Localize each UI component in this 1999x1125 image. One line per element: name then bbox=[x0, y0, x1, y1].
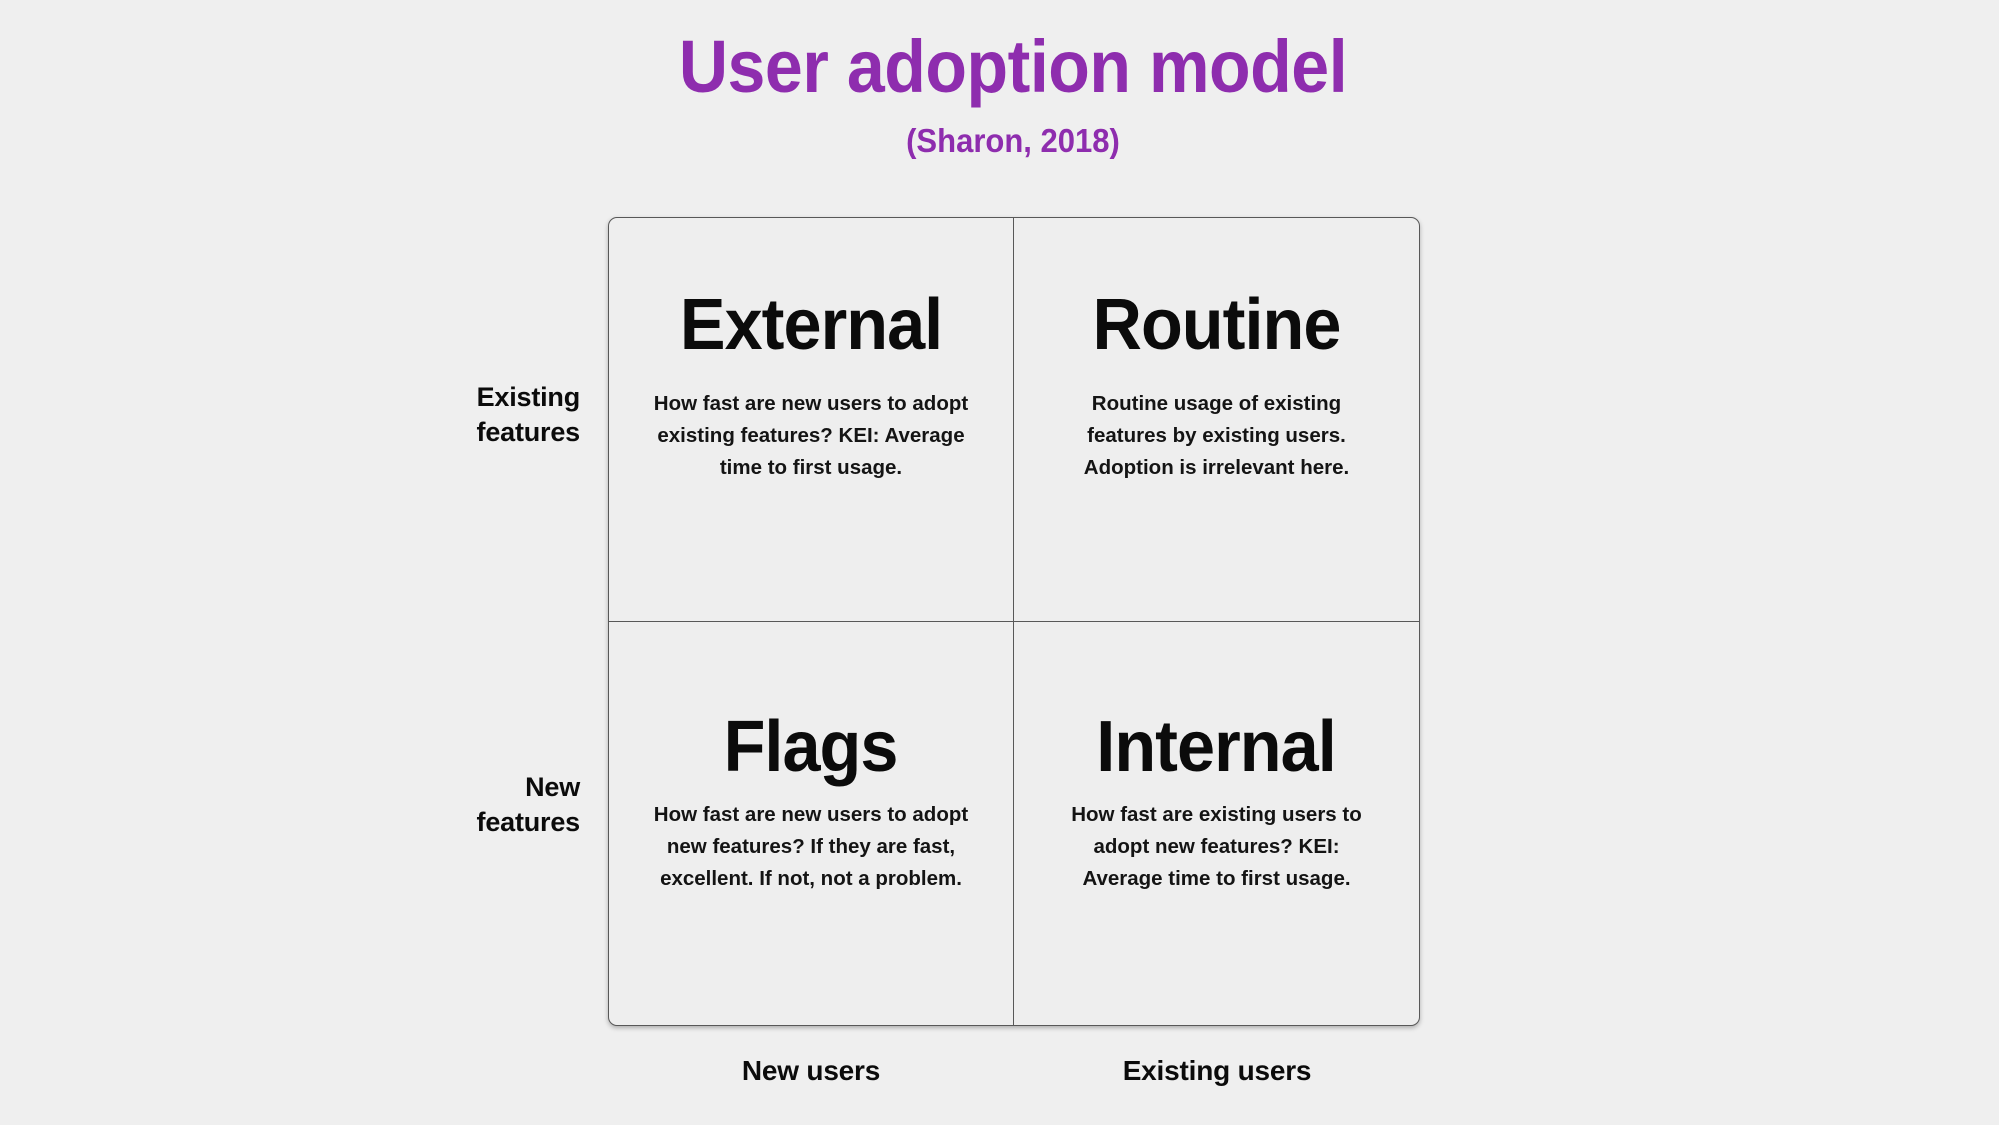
cell-body: How fast are existing users to adopt new… bbox=[1071, 803, 1362, 891]
page-subtitle: (Sharon, 2018) bbox=[906, 122, 1120, 159]
column-label-existing-users: Existing users bbox=[1122, 1055, 1312, 1086]
matrix-cell-routine[interactable]: Routine Routine usage of existing featur… bbox=[1014, 218, 1419, 622]
row-label-line-2: features bbox=[476, 807, 581, 837]
row-label-line-2: features bbox=[476, 417, 581, 447]
cell-body: How fast are new users to adopt existing… bbox=[653, 391, 969, 479]
row-label-line-1: Existing bbox=[476, 382, 581, 412]
cell-heading: External bbox=[679, 285, 943, 365]
row-label-new-features: New features bbox=[370, 770, 581, 840]
column-label-new-users: New users bbox=[741, 1055, 881, 1086]
cell-body: How fast are new users to adopt new feat… bbox=[653, 803, 969, 891]
row-label-existing-features: Existing features bbox=[370, 380, 581, 450]
matrix-cell-flags[interactable]: Flags How fast are new users to adopt ne… bbox=[609, 621, 1014, 1025]
row-label-line-1: New bbox=[525, 772, 580, 802]
cell-heading: Flags bbox=[724, 706, 899, 787]
adoption-matrix: External How fast are new users to adopt… bbox=[608, 217, 1420, 1026]
page-title: User adoption model bbox=[678, 25, 1348, 108]
cell-body: Routine usage of existing features by ex… bbox=[1083, 391, 1350, 479]
matrix-cell-external[interactable]: External How fast are new users to adopt… bbox=[609, 218, 1014, 622]
matrix-cell-internal[interactable]: Internal How fast are existing users to … bbox=[1014, 622, 1419, 1026]
cell-heading: Internal bbox=[1096, 706, 1337, 787]
title-block: User adoption model (Sharon, 2018) bbox=[0, 25, 1999, 159]
cell-heading: Routine bbox=[1092, 285, 1342, 365]
